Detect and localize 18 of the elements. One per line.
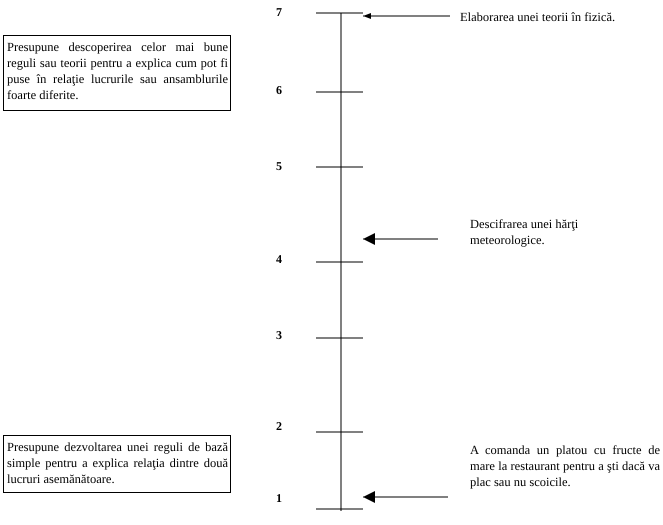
scale-drawing [316, 12, 363, 512]
arrow [362, 491, 448, 503]
scale-number: 5 [276, 160, 282, 172]
scale-number: 6 [276, 84, 282, 96]
scale-number: 1 [276, 492, 282, 504]
text-box [3, 435, 231, 493]
scale-number: 7 [276, 6, 282, 18]
arrow [362, 13, 450, 19]
scale-number: 4 [276, 253, 282, 265]
text: Presupune dezvoltarea unei reguli de bază simple pentru a explica relaţia dintre două lucruri asemănătoare. [7, 439, 228, 487]
text: Descifrarea unei hărţi meteorologice. [470, 216, 580, 248]
scale-number: 2 [276, 420, 282, 432]
text: Presupune descoperirea celor mai bune reguli sau teorii pentru a explica cum pot fi puse în relaţie lucrurile sau ansamblurile foarte diferite. [7, 39, 228, 103]
text-box [3, 35, 231, 111]
text: Elaborarea unei teorii în fizică. [460, 9, 616, 25]
scale-number: 3 [276, 329, 282, 341]
arrow [362, 233, 438, 245]
text: A comanda un platou cu fructe de mare la restaurant pentru a şti dacă va plac sau nu scoicile. [470, 442, 660, 490]
